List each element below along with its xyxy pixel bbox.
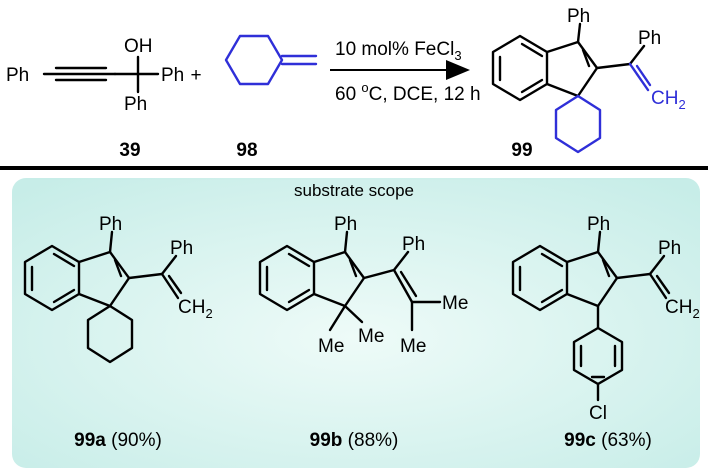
- bond: [565, 292, 600, 308]
- bond: [399, 270, 418, 298]
- bond: [52, 252, 76, 268]
- bond: [576, 66, 599, 98]
- bond: [343, 250, 366, 280]
- scope-item-99b-structure: Ph Ph Me Me Me Me: [258, 214, 468, 357]
- reactant-39-structure: Ph OH Ph Ph: [6, 36, 184, 115]
- section-divider: [0, 166, 708, 170]
- substituent-ph: Ph: [567, 6, 590, 27]
- bond: [392, 250, 410, 272]
- bond: [362, 268, 396, 280]
- bond: [343, 230, 349, 254]
- bond: [595, 62, 632, 70]
- conditions-catalyst: 10 mol% FeCl3: [335, 39, 462, 63]
- bond: [343, 304, 364, 324]
- bond: [52, 288, 76, 304]
- compound-label-99: 99: [511, 140, 532, 161]
- substituent-ch2: CH2: [665, 297, 700, 321]
- substituent-ph: Ph: [638, 28, 661, 49]
- plus-sign: +: [190, 65, 201, 86]
- bond: [545, 82, 580, 98]
- bond: [601, 258, 611, 278]
- bond: [596, 230, 602, 254]
- compound-label-39: 39: [119, 140, 140, 161]
- bond: [312, 292, 347, 308]
- bond: [312, 250, 347, 264]
- bond: [127, 272, 164, 280]
- bond: [628, 44, 646, 66]
- scope-panel-background: [12, 178, 700, 468]
- bond: [77, 250, 112, 264]
- bond: [113, 258, 123, 278]
- substituent-ph: Ph: [161, 65, 184, 86]
- substituent-ph: Ph: [124, 94, 147, 115]
- substituent-ch2: CH2: [178, 297, 213, 321]
- bond: [596, 250, 619, 280]
- bond: [328, 304, 347, 332]
- bond: [581, 48, 591, 68]
- substituent-me: Me: [442, 293, 468, 314]
- product-99-structure: Ph Ph CH2: [491, 6, 686, 154]
- substituent-ch2: CH2: [651, 88, 686, 112]
- bond: [108, 230, 114, 254]
- substituent-ph: Ph: [6, 65, 29, 86]
- cyclohexane-ring: [554, 94, 602, 154]
- substituent-cl: Cl: [589, 403, 607, 424]
- bond: [628, 62, 650, 92]
- substituent-ph: Ph: [334, 214, 357, 235]
- substituent-ph: Ph: [170, 238, 193, 259]
- bond: [520, 42, 544, 58]
- bond: [540, 288, 564, 304]
- substituent-me: Me: [318, 336, 344, 357]
- bond: [596, 276, 619, 308]
- bond: [635, 64, 652, 87]
- bond: [108, 250, 131, 280]
- scope-title: substrate scope: [294, 181, 414, 200]
- substituent-ph: Ph: [587, 214, 610, 235]
- bond: [615, 272, 652, 280]
- substituent-ph: Ph: [402, 234, 425, 255]
- reactant-98-structure: [224, 34, 318, 86]
- bond: [160, 254, 178, 276]
- cyclohexane-ring: [224, 34, 284, 86]
- bond: [576, 40, 599, 70]
- substituent-oh: OH: [124, 36, 153, 57]
- bond: [160, 272, 180, 300]
- substituent-me: Me: [400, 336, 426, 357]
- bond: [287, 288, 311, 304]
- substrate-scope-panel: substrate scope Ph Ph CH2 99a (90%): [12, 178, 700, 468]
- substituent-me: Me: [358, 326, 384, 347]
- bond: [648, 254, 666, 276]
- compound-label-98: 98: [236, 140, 257, 161]
- bond: [287, 252, 311, 268]
- reaction-scheme: Ph OH Ph Ph 39 + 98 10 mol% FeCl3 60 oC,…: [6, 6, 686, 161]
- substituent-ph: Ph: [99, 214, 122, 235]
- bond: [108, 276, 131, 308]
- bond: [545, 40, 580, 54]
- substituent-ph: Ph: [658, 238, 681, 259]
- conditions-temperature-solvent-time: 60 oC, DCE, 12 h: [335, 80, 481, 105]
- bond: [392, 268, 414, 304]
- bond: [348, 258, 358, 278]
- bond: [565, 250, 600, 264]
- scope-label-99a: 99a (90%): [74, 430, 162, 451]
- scope-label-99c: 99c (63%): [564, 430, 652, 451]
- scope-item-99a-structure: Ph Ph CH2: [23, 214, 213, 364]
- bond: [540, 252, 564, 268]
- cyclohexane-ring: [86, 304, 134, 364]
- scope-label-99b: 99b (88%): [310, 430, 399, 451]
- bond: [77, 292, 112, 308]
- bond: [648, 272, 668, 300]
- bond: [520, 78, 544, 94]
- bond: [576, 22, 582, 44]
- bond: [167, 274, 183, 295]
- bond: [343, 276, 366, 308]
- scope-item-99c-structure: Ph Ph CH2 Cl: [511, 214, 700, 424]
- bond: [655, 274, 671, 295]
